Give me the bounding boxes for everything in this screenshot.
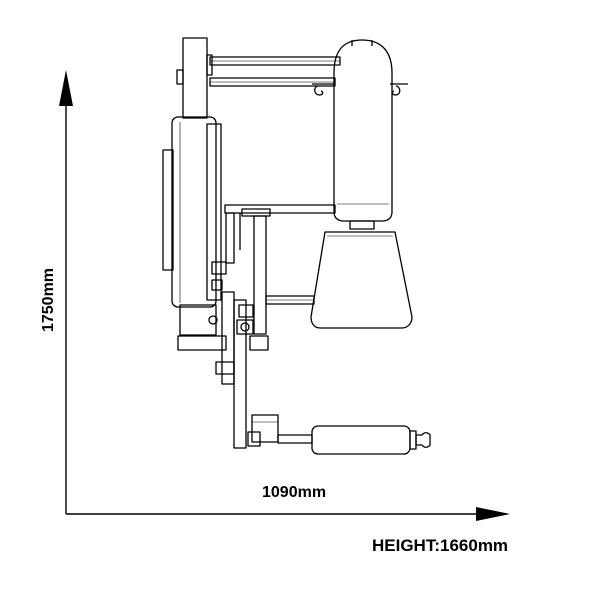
seat-pad (310, 220, 413, 329)
upper-bars (209, 56, 408, 96)
right-arrow-icon (476, 507, 510, 521)
height-dimension-label: HEIGHT:1660mm (372, 536, 509, 555)
depth-dimension-label: 1750mm (40, 267, 57, 333)
dimension-axes (59, 70, 510, 521)
weight-stack-frame (162, 37, 269, 351)
leg-roller (277, 425, 431, 455)
width-dimension-label: 1090mm (262, 484, 327, 501)
middle-frame (211, 204, 336, 335)
back-pad (333, 39, 393, 222)
up-arrow-icon (59, 70, 73, 106)
lever-arm (208, 291, 279, 449)
